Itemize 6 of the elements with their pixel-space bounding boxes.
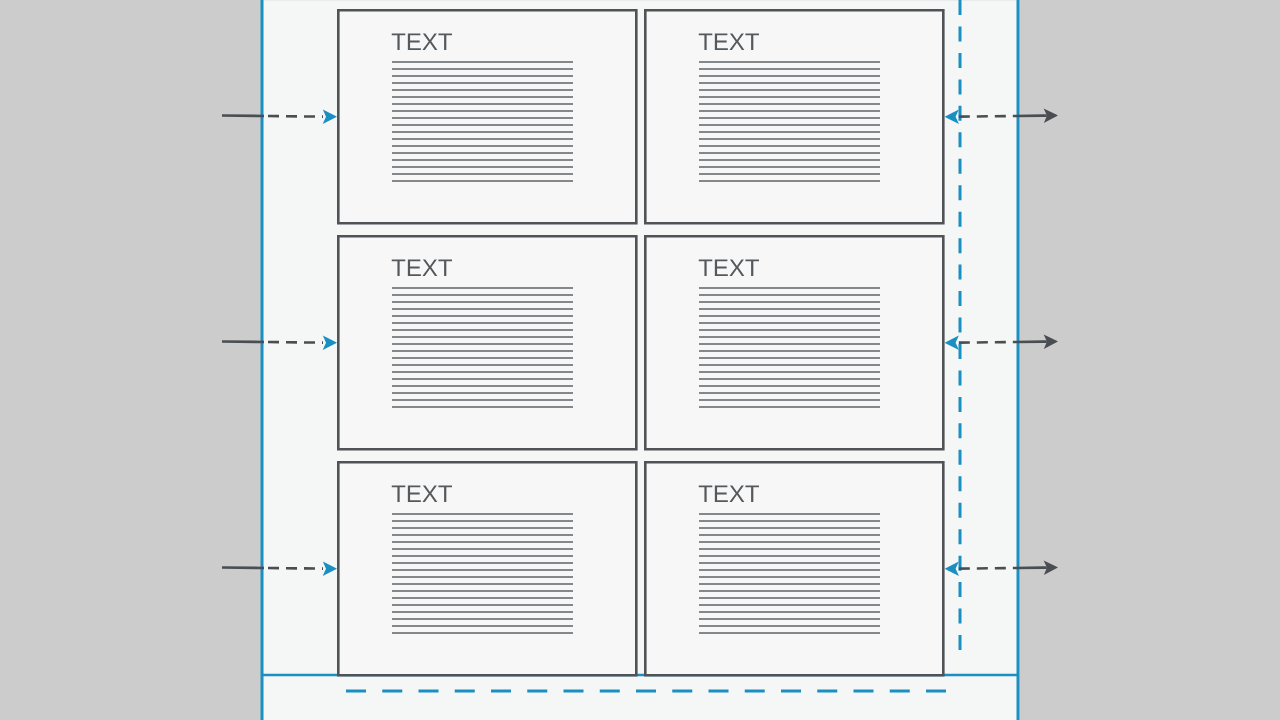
content-box: TEXT xyxy=(644,235,945,451)
content-box: TEXT xyxy=(644,461,945,677)
content-box: TEXT xyxy=(644,9,945,225)
content-box: TEXT xyxy=(337,461,638,677)
content-box: TEXT xyxy=(337,9,638,225)
content-box: TEXT xyxy=(337,235,638,451)
